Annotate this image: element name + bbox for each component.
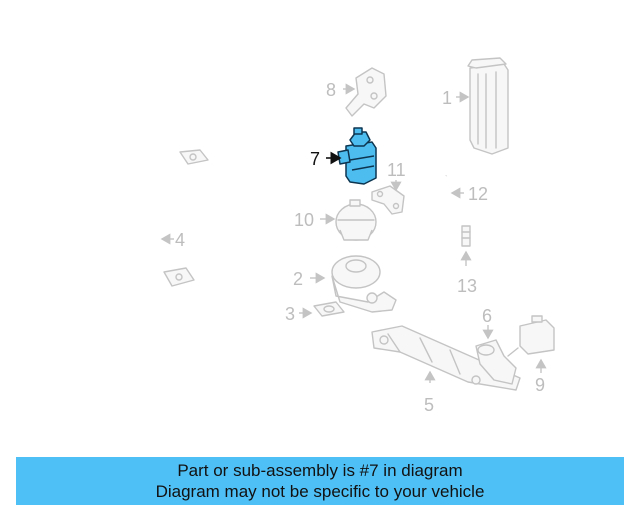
part-8-bracket[interactable] xyxy=(345,67,387,117)
callout-3[interactable]: 3 xyxy=(285,304,295,324)
callout-10[interactable]: 10 xyxy=(294,210,314,230)
callout-13[interactable]: 13 xyxy=(457,276,477,296)
callout-4[interactable]: 4 xyxy=(175,230,185,250)
callout-2[interactable]: 2 xyxy=(293,269,303,289)
parts-diagram: 1 8 7 11 12 10 xyxy=(150,57,555,415)
callout-1[interactable]: 1 xyxy=(442,88,452,108)
info-banner: Part or sub-assembly is #7 in diagram Di… xyxy=(16,457,624,505)
callout-5[interactable]: 5 xyxy=(424,395,434,415)
callout-8[interactable]: 8 xyxy=(326,80,336,100)
part-11-bracket[interactable] xyxy=(371,185,405,215)
banner-line-2: Diagram may not be specific to your vehi… xyxy=(155,482,485,501)
part-4-pipe[interactable] xyxy=(150,149,209,287)
callout-12[interactable]: 12 xyxy=(468,184,488,204)
part-9-sensor[interactable] xyxy=(507,315,555,357)
part-2-egr-valve[interactable] xyxy=(331,255,397,313)
callout-9[interactable]: 9 xyxy=(535,375,545,395)
banner-line-1: Part or sub-assembly is #7 in diagram xyxy=(177,461,463,480)
callout-11[interactable]: 11 xyxy=(387,160,406,180)
part-12-hose[interactable] xyxy=(377,174,448,270)
callout-6[interactable]: 6 xyxy=(482,306,492,326)
part-13-stud[interactable] xyxy=(461,225,471,247)
part-10-reservoir[interactable] xyxy=(335,199,377,241)
part-3-gasket[interactable] xyxy=(313,301,345,317)
callout-7[interactable]: 7 xyxy=(310,149,320,169)
part-5-manifold[interactable] xyxy=(371,325,521,391)
part-1-canister[interactable] xyxy=(467,57,509,155)
part-7-vacuum-valve[interactable] xyxy=(337,127,377,185)
part-6-elbow[interactable] xyxy=(475,339,517,385)
